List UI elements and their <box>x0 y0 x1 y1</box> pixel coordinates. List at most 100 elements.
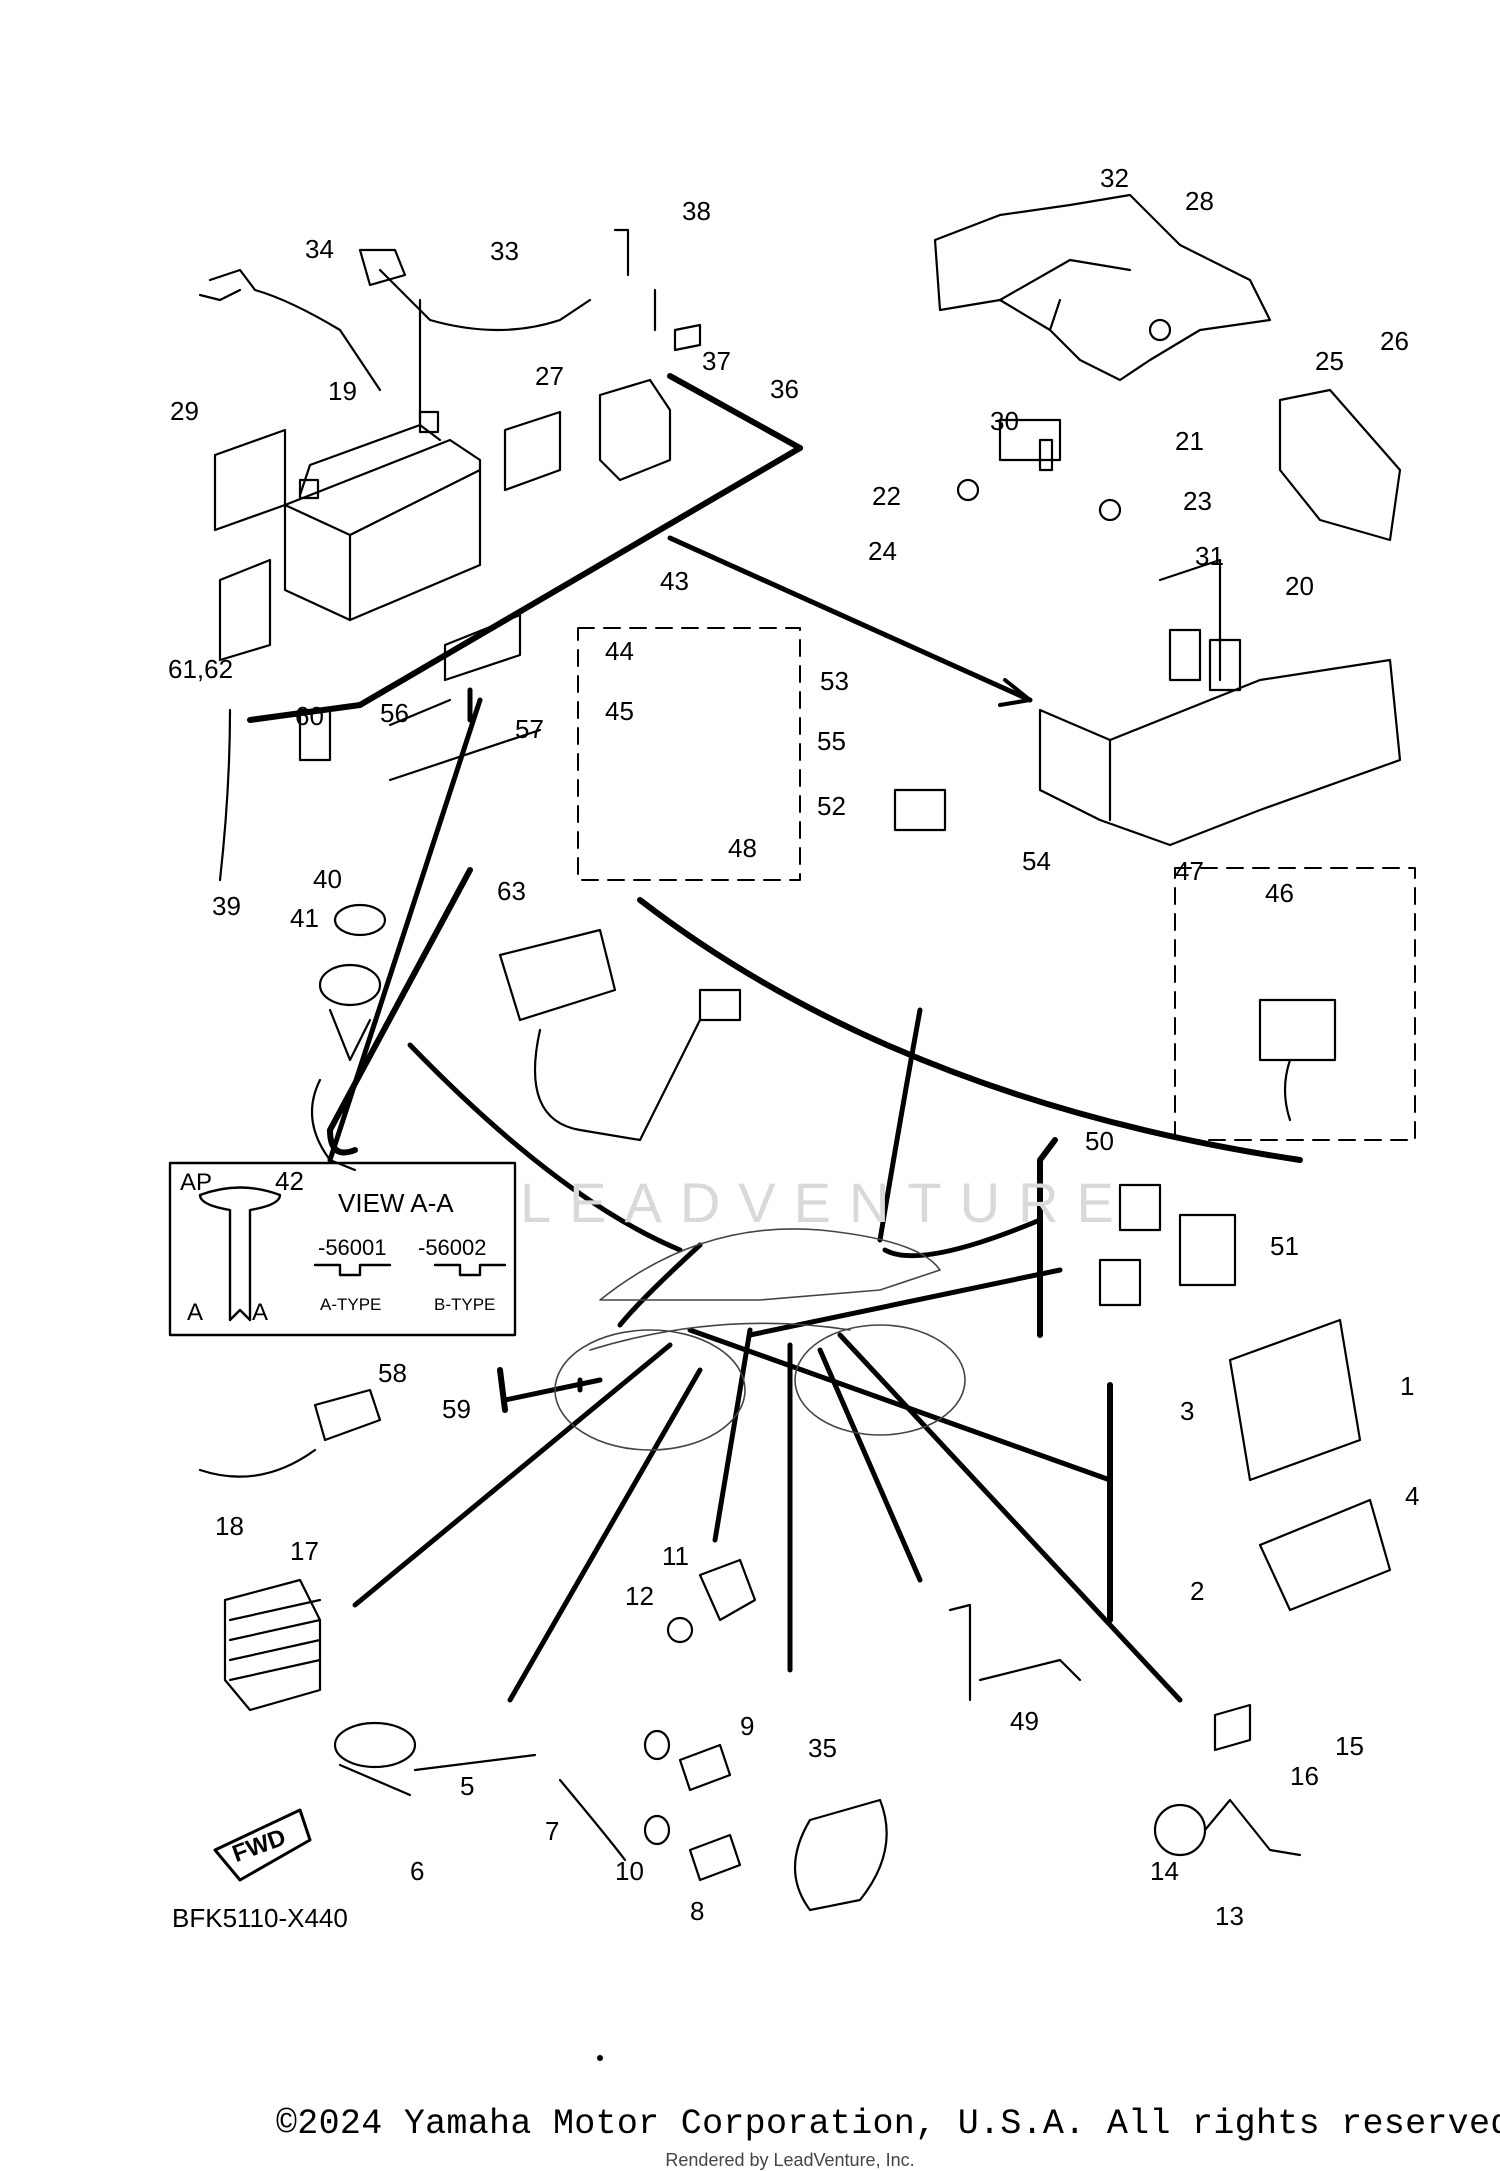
callout-23: 23 <box>1183 486 1212 516</box>
callout-55: 55 <box>817 726 846 756</box>
callout-57: 57 <box>515 714 544 744</box>
callout-43: 43 <box>660 566 689 596</box>
callout-34: 34 <box>305 234 334 264</box>
callout-63: 63 <box>497 876 526 906</box>
battery <box>283 410 482 622</box>
view-aa-box <box>168 1161 517 1337</box>
callout-27: 27 <box>535 361 564 391</box>
callout-19: 19 <box>328 376 357 406</box>
callout-7: 7 <box>545 1816 559 1846</box>
callout-24: 24 <box>868 536 897 566</box>
callout-38: 38 <box>682 196 711 226</box>
callout-37: 37 <box>702 346 731 376</box>
harness-63 <box>498 928 742 1142</box>
callout-44: 44 <box>605 636 634 666</box>
callout-14: 14 <box>1150 1856 1179 1886</box>
callout-56: 56 <box>380 698 409 728</box>
coil-5 <box>333 1721 537 1797</box>
callout-46: 46 <box>1265 878 1294 908</box>
callout-47: 47 <box>1175 856 1204 886</box>
motorcycle-silhouette <box>554 1228 966 1451</box>
callout-49: 49 <box>1010 1706 1039 1736</box>
fuse-block-43 <box>1258 998 1337 1122</box>
cables <box>198 248 592 422</box>
callout-2: 2 <box>1190 1576 1204 1606</box>
callout-50: 50 <box>1085 1126 1114 1156</box>
callout-12: 12 <box>625 1581 654 1611</box>
sensor-49 <box>948 1603 1082 1702</box>
hose-7 <box>558 1778 627 1862</box>
pads <box>213 410 562 682</box>
relay-50-51 <box>1098 1183 1237 1307</box>
sensor-13 <box>1153 1703 1302 1857</box>
ignition-switch <box>310 903 387 1172</box>
rendered-by: Rendered by LeadVenture, Inc. <box>665 2150 915 2170</box>
leader-lines <box>352 1007 1183 1703</box>
a-type: A-TYPE <box>320 1295 381 1314</box>
callout-25: 25 <box>1315 346 1344 376</box>
callout-15: 15 <box>1335 1731 1364 1761</box>
callout-45: 45 <box>605 696 634 726</box>
starter-relay <box>598 228 702 482</box>
rectifier <box>223 1578 322 1712</box>
callout-31: 31 <box>1195 541 1224 571</box>
callout-48: 48 <box>728 833 757 863</box>
callout-61-62: 61,62 <box>168 654 233 684</box>
view-aa-text: AP VIEW A-A -56001 -56002 A-TYPE B-TYPE … <box>172 1169 495 1933</box>
diagram-code: BFK5110-X440 <box>172 1903 348 1933</box>
fwd-arrow <box>213 1808 312 1882</box>
callout-32: 32 <box>1100 163 1129 193</box>
ap-label: AP <box>180 1169 212 1196</box>
callout-3: 3 <box>1180 1396 1194 1426</box>
callout-58: 58 <box>378 1358 407 1388</box>
thermo-35 <box>794 1798 888 1912</box>
ecu-1 <box>1228 1318 1392 1612</box>
callout-29: 29 <box>170 396 199 426</box>
callout-51: 51 <box>1270 1231 1299 1261</box>
callout-1: 1 <box>1400 1371 1414 1401</box>
pointer-arrow <box>667 535 1033 707</box>
copyright: ©2024 Yamaha Motor Corporation, U.S.A. A… <box>276 2104 1500 2144</box>
a-code: -56001 <box>318 1235 387 1260</box>
callout-40: 40 <box>313 864 342 894</box>
callout-20: 20 <box>1285 571 1314 601</box>
callout-28: 28 <box>1185 186 1214 216</box>
callout-33: 33 <box>490 236 519 266</box>
callout-5: 5 <box>460 1771 474 1801</box>
callout-13: 13 <box>1215 1901 1244 1931</box>
callout-53: 53 <box>820 666 849 696</box>
callout-10: 10 <box>615 1856 644 1886</box>
frame-bracket <box>933 193 1272 382</box>
b-type: B-TYPE <box>434 1295 495 1314</box>
callout-9: 9 <box>740 1711 754 1741</box>
callout-17: 17 <box>290 1536 319 1566</box>
callout-52: 52 <box>817 791 846 821</box>
callout-59: 59 <box>442 1394 471 1424</box>
callout-4: 4 <box>1405 1481 1419 1511</box>
callout-26: 26 <box>1380 326 1409 356</box>
callout-60: 60 <box>295 701 324 731</box>
battery-tray <box>1038 388 1402 847</box>
callout-8: 8 <box>690 1896 704 1926</box>
callout-54: 54 <box>1022 846 1051 876</box>
b-code: -56002 <box>418 1235 487 1260</box>
a-right: A <box>252 1299 268 1326</box>
callout-30: 30 <box>990 406 1019 436</box>
callout-41: 41 <box>290 903 319 933</box>
switch-58 <box>198 1388 382 1478</box>
a-left: A <box>187 1299 203 1326</box>
callout-6: 6 <box>410 1856 424 1886</box>
callout-16: 16 <box>1290 1761 1319 1791</box>
group-outlines <box>327 687 583 1393</box>
callout-42: 42 <box>275 1166 304 1196</box>
dashed-boxes <box>577 627 1416 1141</box>
watermark: LEADVENTURE <box>520 1171 1132 1234</box>
callout-22: 22 <box>872 481 901 511</box>
callout-36: 36 <box>770 374 799 404</box>
sensors-8-9 <box>643 1729 742 1882</box>
callout-21: 21 <box>1175 426 1204 456</box>
callout-18: 18 <box>215 1511 244 1541</box>
view-title: VIEW A-A <box>338 1188 454 1218</box>
